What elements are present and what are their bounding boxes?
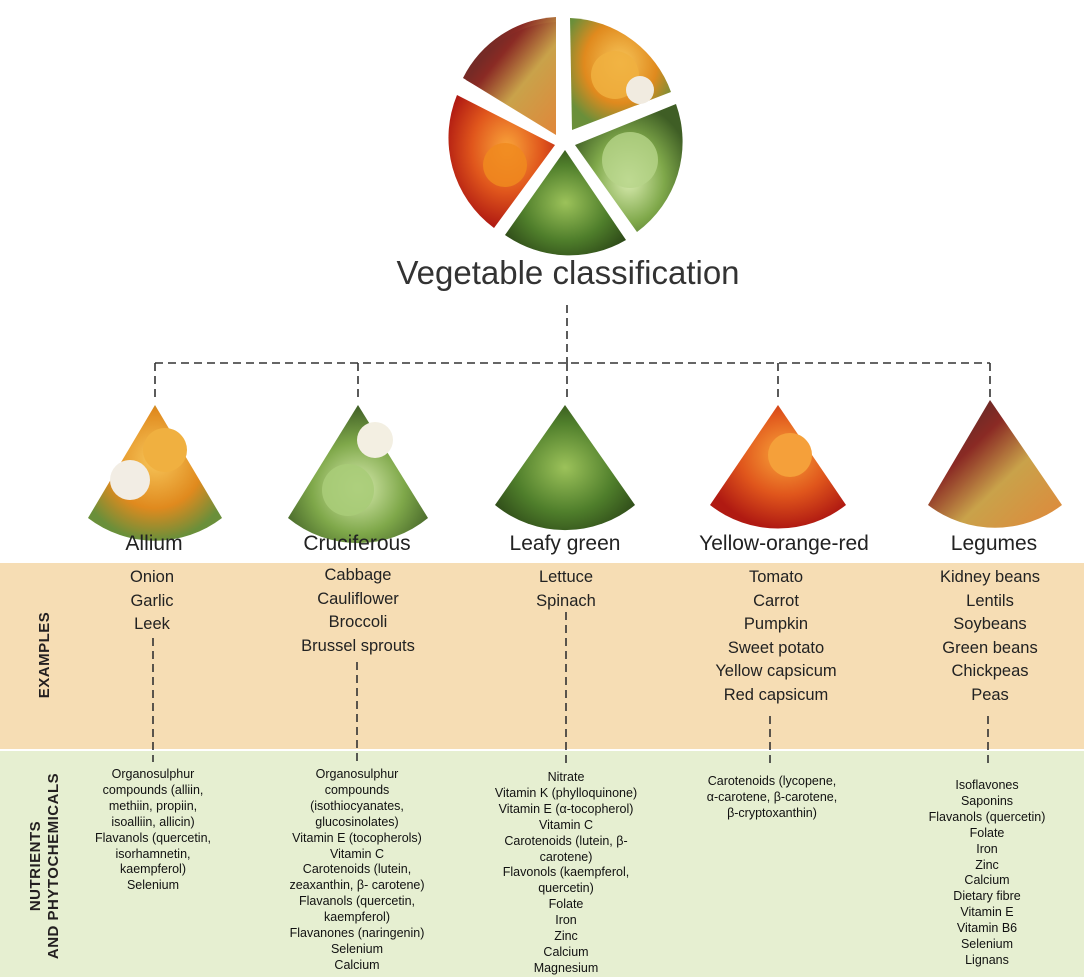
- nutrient-item: Vitamin C: [539, 817, 593, 832]
- example-item: Pumpkin: [743, 615, 809, 633]
- nutrient-item: Folate: [548, 897, 584, 912]
- nutrient-item: Vitamin E: [960, 905, 1014, 920]
- nutrient-item: Flavanols (quercetin): [928, 809, 1046, 824]
- example-item: Peas: [971, 685, 1009, 704]
- nutrient-item: Carotenoids (lycopene,: [707, 774, 837, 788]
- examples-list-yellow-orange-red: Tomato Carrot Pumpkin Sweet potato Yello…: [666, 566, 886, 707]
- example-item: Kidney beans: [940, 568, 1040, 586]
- nutrient-item: carotene): [539, 849, 593, 864]
- example-item: Lentils: [966, 591, 1014, 610]
- nutrient-item: isoalliin, allicin): [111, 814, 195, 829]
- example-item: Leek: [134, 615, 170, 633]
- pie-segment-leafy-green: [505, 150, 626, 256]
- category-label-legumes: Legumes: [950, 532, 1038, 555]
- nutrient-item: compounds (alliin,: [102, 782, 204, 797]
- category-image-yellow-orange-red: [710, 405, 846, 529]
- examples-list-cruciferous: Cabbage Cauliflower Broccoli Brussel spr…: [248, 564, 468, 658]
- example-item: Red capsicum: [723, 685, 829, 704]
- nutrients-list-allium: Organosulphur compounds (alliin, methiin…: [53, 767, 253, 894]
- nutrient-item: Selenium: [330, 941, 384, 956]
- example-item: Lettuce: [538, 568, 594, 586]
- nutrient-item: Flavonols (kaempferol,: [502, 865, 630, 880]
- nutrients-list-cruciferous: Organosulphur compounds (isothiocyanates…: [249, 767, 465, 974]
- nutrient-item: Nitrate: [547, 770, 585, 784]
- example-item: Cauliflower: [317, 589, 399, 608]
- nutrient-item: (isothiocyanates,: [310, 798, 404, 813]
- category-label-yellow-orange-red: Yellow-orange-red: [699, 532, 869, 555]
- nutrient-item: α-carotene, β-carotene,: [706, 789, 838, 804]
- nutrients-band: [0, 751, 1084, 977]
- nutrient-item: Calcium: [543, 944, 589, 959]
- category-image-allium: [88, 405, 222, 541]
- category-image-legumes: [928, 400, 1062, 528]
- nutrient-item: methiin, propiin,: [108, 798, 198, 813]
- example-item: Sweet potato: [727, 638, 825, 657]
- diagram-title: Vegetable classification: [396, 254, 740, 291]
- nutrient-item: zeaxanthin, β- carotene): [289, 878, 425, 893]
- vegetable-pie-logo: [448, 17, 683, 256]
- nutrient-item: Vitamin C: [330, 846, 384, 861]
- nutrient-item: Flavanols (quercetin,: [94, 830, 212, 845]
- nutrient-item: Dietary fibre: [953, 889, 1021, 904]
- example-item: Chickpeas: [951, 662, 1029, 680]
- nutrient-item: Carotenoids (lutein, β-: [504, 833, 628, 848]
- pie-segment-legumes-base: [466, 22, 556, 132]
- example-item: Green beans: [942, 638, 1038, 657]
- nutrient-item: Flavanones (naringenin): [289, 926, 425, 941]
- nutrient-item: Organosulphur: [315, 767, 399, 781]
- nutrient-item: Flavanols (quercetin,: [298, 894, 416, 909]
- nutrients-list-leafy-green: Nitrate Vitamin K (phylloquinone) Vitami…: [456, 770, 676, 977]
- nutrient-item: Saponins: [960, 793, 1014, 808]
- example-item: Soybeans: [953, 615, 1027, 633]
- example-item: Carrot: [753, 591, 799, 610]
- examples-list-legumes: Kidney beans Lentils Soybeans Green bean…: [880, 566, 1084, 707]
- examples-list-leafy-green: Lettuce Spinach: [456, 566, 676, 613]
- example-item: Spinach: [536, 591, 596, 610]
- nutrient-item: Iron: [555, 913, 577, 928]
- nutrients-list-legumes: Isoflavones Saponins Flavanols (querceti…: [887, 778, 1084, 969]
- nutrient-item: Selenium: [126, 878, 180, 893]
- nutrient-item: Zinc: [975, 857, 999, 872]
- nutrients-list-yellow-orange-red: Carotenoids (lycopene, α-carotene, β-car…: [672, 774, 872, 822]
- category-label-allium: Allium: [125, 532, 183, 555]
- category-label-cruciferous: Cruciferous: [303, 532, 411, 555]
- example-item: Onion: [129, 568, 175, 586]
- example-item: Brussel sprouts: [301, 636, 415, 655]
- nutrient-item: kaempferol): [324, 910, 390, 925]
- connector-lines: [152, 305, 991, 768]
- examples-band: [0, 563, 1084, 749]
- nutrient-item: Vitamin B6: [956, 921, 1018, 936]
- nutrient-item: Calcium: [964, 873, 1010, 888]
- nutrient-item: Selenium: [960, 937, 1014, 952]
- nutrient-item: Folate: [969, 825, 1005, 840]
- example-item: Tomato: [748, 568, 804, 586]
- nutrient-item: kaempferol): [120, 862, 186, 877]
- nutrient-item: Vitamin E (α-tocopherol): [498, 801, 634, 816]
- nutrient-item: β-cryptoxanthin): [727, 805, 817, 820]
- nutrient-item: Vitamin K (phylloquinone): [494, 785, 638, 800]
- category-image-leafy-green: [495, 405, 635, 531]
- nutrient-item: glucosinolates): [315, 814, 399, 829]
- nutrient-item: Iron: [976, 841, 998, 856]
- nutrient-item: Vitamin E (tocopherols): [292, 830, 422, 845]
- nutrient-item: Carotenoids (lutein,: [302, 862, 412, 877]
- category-image-cruciferous: [288, 405, 428, 544]
- example-item: Garlic: [130, 591, 174, 610]
- example-item: Broccoli: [328, 613, 388, 631]
- nutrient-item: isorhamnetin,: [115, 846, 191, 861]
- category-label-leafy-green: Leafy green: [509, 532, 621, 555]
- examples-list-allium: Onion Garlic Leek: [42, 566, 262, 637]
- example-item: Yellow capsicum: [715, 662, 837, 680]
- nutrient-item: Isoflavones: [955, 778, 1019, 792]
- nutrient-item: Organosulphur: [111, 767, 195, 781]
- example-item: Cabbage: [324, 566, 392, 584]
- nutrient-item: compounds: [324, 782, 390, 797]
- nutrient-item: Magnesium: [533, 960, 599, 975]
- nutrient-item: Zinc: [554, 929, 578, 944]
- nutrient-item: quercetin): [538, 881, 594, 896]
- nutrient-item: Lignans: [965, 952, 1009, 967]
- nutrient-item: Calcium: [334, 957, 380, 972]
